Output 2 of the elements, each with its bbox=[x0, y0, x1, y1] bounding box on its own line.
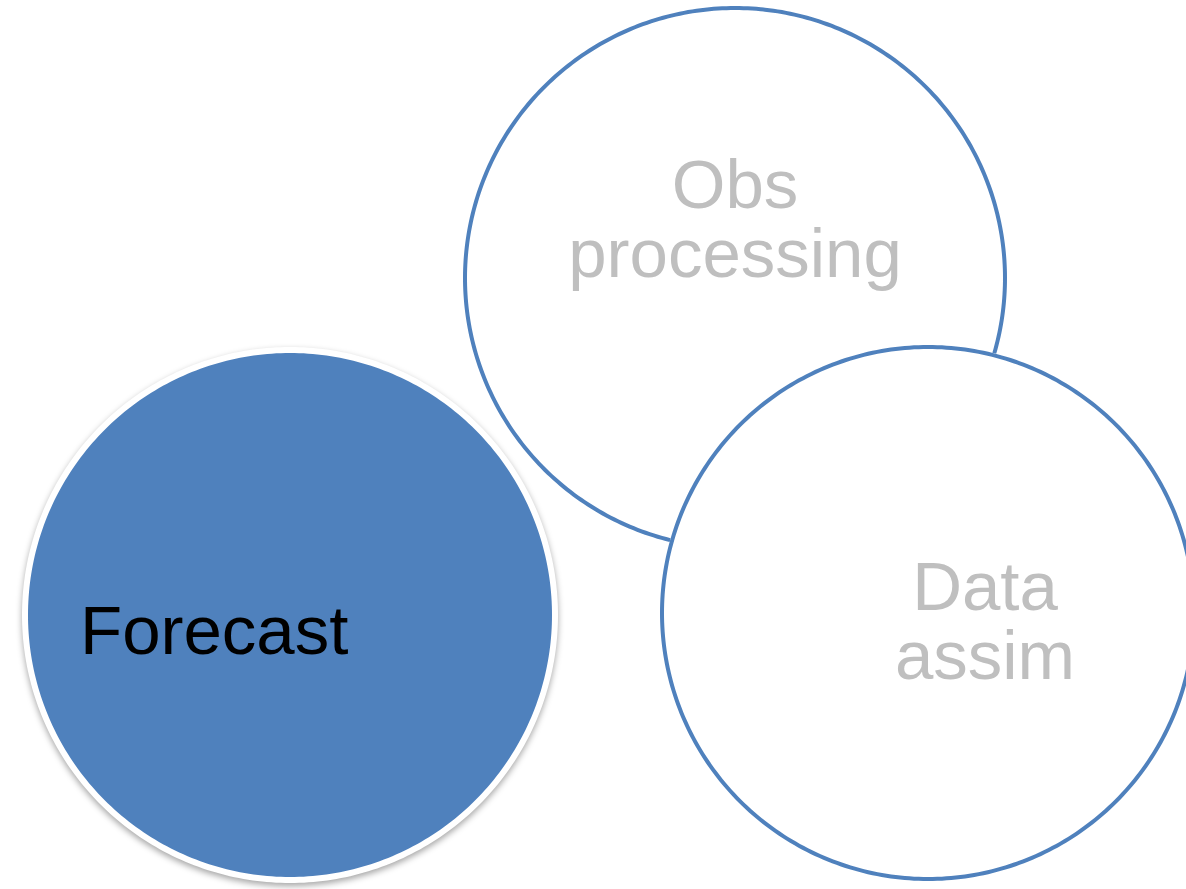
circle-label: Data assim bbox=[893, 552, 1077, 690]
circle-label: Forecast bbox=[80, 596, 350, 665]
